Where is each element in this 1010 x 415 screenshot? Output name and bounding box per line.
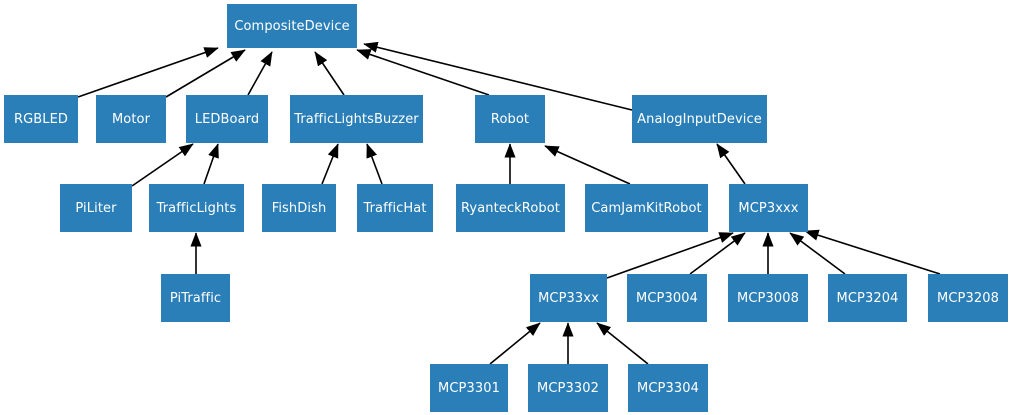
class-node-label: TrafficLightsBuzzer <box>294 111 419 127</box>
class-node-label: MCP3302 <box>537 380 599 396</box>
class-node-pitraffic[interactable]: PiTraffic <box>161 274 230 322</box>
class-node-mcp3302[interactable]: MCP3302 <box>528 364 608 412</box>
class-node-camjamkitrobot[interactable]: CamJamKitRobot <box>585 184 708 232</box>
class-node-fishdish[interactable]: FishDish <box>262 184 336 232</box>
class-node-label: MCP3008 <box>737 290 799 306</box>
class-node-label: MCP3xxx <box>738 200 799 216</box>
class-node-mcp3xxx[interactable]: MCP3xxx <box>729 184 808 232</box>
class-node-mcp3304[interactable]: MCP3304 <box>628 364 708 412</box>
class-node-label: MCP33xx <box>538 290 599 306</box>
class-node-label: MCP3208 <box>937 290 999 306</box>
class-node-mcp33xx[interactable]: MCP33xx <box>530 274 607 322</box>
class-node-robot[interactable]: Robot <box>475 95 545 143</box>
class-node-label: RGBLED <box>13 111 69 127</box>
class-node-ledboard[interactable]: LEDBoard <box>186 95 268 143</box>
class-node-label: FishDish <box>271 200 327 216</box>
class-node-mcp3301[interactable]: MCP3301 <box>430 364 508 412</box>
class-node-label: LEDBoard <box>194 111 260 127</box>
class-node-label: TrafficLights <box>156 200 237 216</box>
class-node-label: PiTraffic <box>169 290 222 306</box>
class-node-trafficlightsbuzzer[interactable]: TrafficLightsBuzzer <box>290 95 423 143</box>
class-node-trafficlights[interactable]: TrafficLights <box>149 184 244 232</box>
class-node-compositedevice[interactable]: CompositeDevice <box>227 4 357 48</box>
class-node-label: PiLiter <box>75 200 117 216</box>
class-node-mcp3004[interactable]: MCP3004 <box>627 274 707 322</box>
class-node-label: MCP3004 <box>636 290 698 306</box>
class-node-ryanteckrobot[interactable]: RyanteckRobot <box>456 184 565 232</box>
class-node-traffichat[interactable]: TrafficHat <box>357 184 433 232</box>
class-node-label: CompositeDevice <box>234 18 350 34</box>
class-node-label: MCP3301 <box>438 380 500 396</box>
class-node-mcp3008[interactable]: MCP3008 <box>728 274 808 322</box>
class-node-mcp3208[interactable]: MCP3208 <box>928 274 1008 322</box>
class-node-label: MCP3204 <box>836 290 899 306</box>
class-node-rgbled[interactable]: RGBLED <box>4 95 78 143</box>
class-node-analoginputdevice[interactable]: AnalogInputDevice <box>632 95 767 143</box>
class-node-label: CamJamKitRobot <box>591 200 702 216</box>
class-node-motor[interactable]: Motor <box>96 95 166 143</box>
class-node-label: MCP3304 <box>637 380 699 396</box>
class-node-label: RyanteckRobot <box>461 200 560 216</box>
class-node-label: AnalogInputDevice <box>637 111 762 127</box>
class-node-label: Robot <box>490 111 530 127</box>
class-node-mcp3204[interactable]: MCP3204 <box>828 274 907 322</box>
class-node-label: Motor <box>111 111 151 127</box>
class-node-label: TrafficHat <box>363 200 427 216</box>
class-node-piliter[interactable]: PiLiter <box>60 184 132 232</box>
